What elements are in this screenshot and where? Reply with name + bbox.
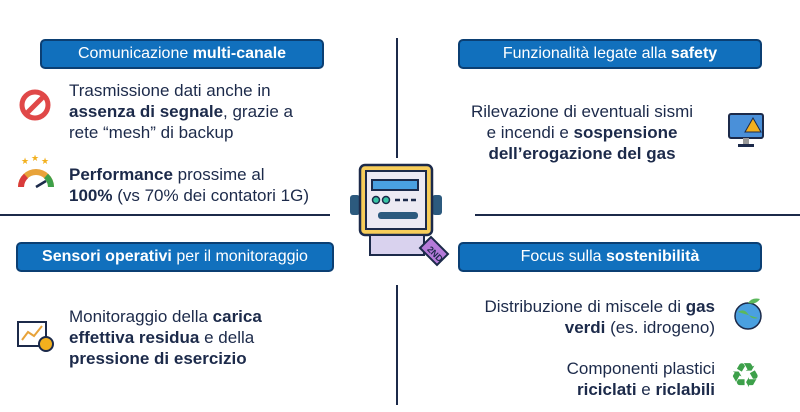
monitoring-chart-icon (17, 321, 54, 352)
performance-gauge-icon: ★★★ (18, 155, 54, 189)
header-sensors: Sensori operativi per il monitoraggio (16, 242, 334, 272)
text-bold: verdi (564, 318, 606, 337)
gas-meter-icon: 2ND (350, 163, 450, 267)
divider-vertical-top (396, 38, 398, 158)
text-bold: dell’erogazione del gas (488, 144, 676, 163)
alert-monitor-icon (728, 113, 764, 147)
text-bold: sospensione (573, 123, 678, 142)
divider-horizontal-left (0, 214, 330, 216)
sensors-text: Monitoraggio della carica effettiva resi… (69, 306, 262, 369)
text-bold: effettiva residua (69, 328, 200, 347)
header-bold: safety (670, 45, 718, 62)
text-line: e della (199, 328, 255, 347)
divider-vertical-bottom (396, 285, 398, 405)
green-gas-text: Distribuzione di miscele di gas verdi (e… (445, 296, 715, 338)
header-bold: Sensori operativi (42, 248, 172, 265)
text-line: Rilevazione di eventuali sismi (470, 102, 694, 121)
header-bold: multi-canale (192, 45, 287, 62)
header-text: Funzionalità legate alla (502, 45, 671, 62)
text-bold: gas (685, 297, 715, 316)
divider-horizontal-right (475, 214, 800, 216)
recycle-icon: ♻ (730, 357, 761, 395)
text-bold: riclabili (655, 380, 715, 399)
header-bold: sostenibilità (606, 248, 700, 265)
svg-text:★: ★ (41, 156, 49, 166)
header-sustainability: Focus sulla sostenibilità (458, 242, 762, 272)
text-line: Trasmissione dati anche in (69, 81, 271, 100)
text-line: prossime al (172, 165, 265, 184)
recycle-text: Componenti plastici riciclati e riclabil… (445, 358, 715, 400)
text-line: , grazie a (223, 102, 293, 121)
text-line: Componenti plastici (566, 359, 715, 378)
text-line: (vs 70% dei contatori 1G) (112, 186, 310, 205)
item-performance-text: Performance prossime al 100% (vs 70% dei… (69, 164, 309, 206)
safety-text: Rilevazione di eventuali sismi e incendi… (448, 101, 716, 164)
prohibited-icon (19, 89, 51, 121)
green-globe-icon (734, 298, 762, 330)
header-text: Focus sulla (520, 248, 606, 265)
header-text: Comunicazione (77, 45, 193, 62)
text-line: Distribuzione di miscele di (484, 297, 686, 316)
text-bold: pressione di esercizio (69, 349, 247, 368)
svg-text:★: ★ (21, 156, 29, 166)
header-text: per il monitoraggio (171, 248, 308, 265)
text-bold: riciclati (577, 380, 637, 399)
text-bold: assenza di segnale (69, 102, 224, 121)
svg-text:★: ★ (31, 155, 39, 163)
text-bold: 100% (69, 186, 113, 205)
text-line: e (636, 380, 656, 399)
text-line: rete “mesh” di backup (69, 123, 234, 142)
text-bold: carica (212, 307, 262, 326)
text-bold: Performance (69, 165, 173, 184)
text-line: Monitoraggio della (69, 307, 213, 326)
text-line: e incendi e (486, 123, 574, 142)
header-multichannel: Comunicazione multi-canale (40, 39, 324, 69)
item-signal-text: Trasmissione dati anche in assenza di se… (69, 80, 293, 143)
header-safety: Funzionalità legate alla safety (458, 39, 762, 69)
text-line: (es. idrogeno) (605, 318, 715, 337)
